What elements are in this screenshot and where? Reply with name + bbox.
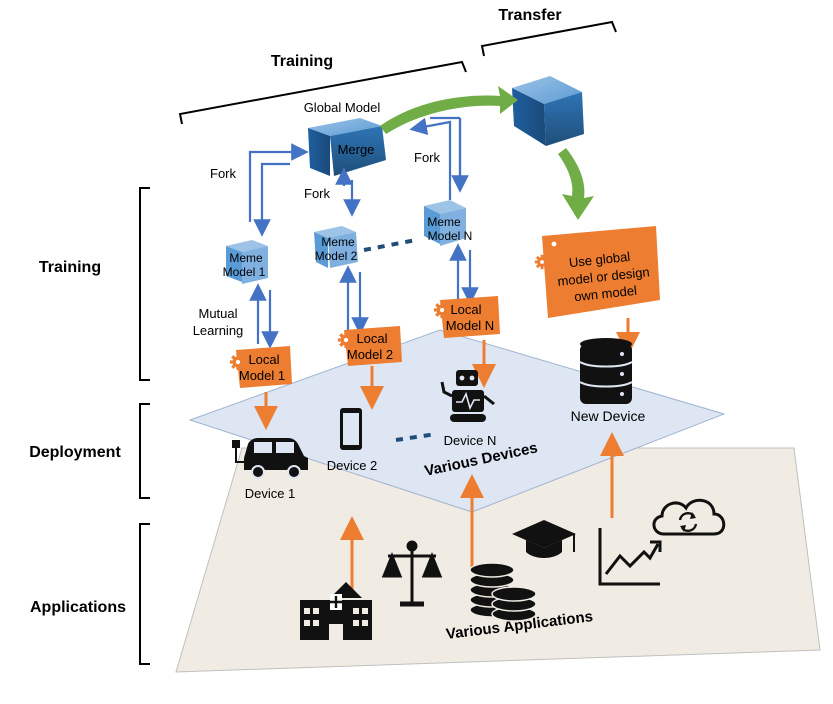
use-global-line1: Use global [568, 249, 631, 270]
mutual-learning-line2: Learning [193, 323, 244, 338]
mutual-learning-arrows [249, 243, 479, 349]
side-brace-deployment [139, 403, 150, 499]
side-label-applications: Applications [30, 599, 126, 616]
meme-model-1-cube [226, 240, 268, 284]
gear-icon [534, 254, 550, 270]
fork-label-2: Fork [304, 186, 331, 201]
local-model-1-line2: Model 1 [239, 368, 285, 383]
side-brace-training [139, 187, 150, 381]
side-label-deployment: Deployment [29, 444, 121, 461]
global-model-caption: Global Model [304, 100, 381, 115]
dotted-connector-devices [395, 432, 437, 442]
fork-arrows [248, 116, 469, 237]
top-brace-training [178, 60, 467, 125]
top-brace-transfer [480, 20, 617, 57]
smartphone-icon [340, 408, 362, 450]
local-model-1-line1: Local [248, 352, 279, 367]
deploy-arrows [254, 318, 640, 594]
local-model-1-box [229, 346, 292, 388]
meme-model-n-cube [424, 200, 466, 246]
local-model-n-box [433, 296, 500, 338]
local-model-2-box [337, 326, 402, 366]
gear-icon [337, 331, 355, 349]
local-model-2-line1: Local [356, 331, 387, 346]
fork-label-3: Fork [414, 150, 441, 165]
local-model-2-line2: Model 2 [347, 347, 393, 362]
robot-icon [440, 370, 495, 422]
use-global-line3: own model [573, 283, 637, 305]
device-n-label: Device N [444, 433, 497, 448]
database-icon [579, 338, 633, 404]
green-arrow-down [558, 148, 594, 220]
gear-icon [433, 301, 451, 319]
meme-model-2-line2: Model 2 [315, 249, 358, 263]
scales-icon [381, 540, 443, 607]
meme-model-1-line2: Model 1 [223, 265, 266, 279]
meme-model-2-cube [314, 226, 358, 268]
dotted-connector-meme [363, 238, 417, 252]
transfer-cube [512, 76, 584, 146]
local-model-n-line2: Model N [446, 318, 494, 333]
cloud-sync-icon [652, 498, 726, 536]
coins-icon [469, 562, 537, 622]
meme-model-1-line1: Meme [229, 251, 263, 265]
meme-model-2-line1: Meme [321, 235, 355, 249]
device-2-label: Device 2 [327, 458, 378, 473]
meme-model-n-line2: Model N [428, 229, 473, 243]
top-label-training: Training [271, 53, 333, 70]
gear-icon [545, 235, 563, 253]
hospital-icon [300, 582, 372, 640]
mutual-learning-line1: Mutual [198, 306, 237, 321]
graduation-cap-icon [512, 520, 576, 558]
local-model-n-line1: Local [450, 302, 481, 317]
car-icon [232, 438, 308, 479]
global-model-cube [308, 118, 386, 176]
growth-chart-icon [598, 528, 662, 586]
side-label-training: Training [39, 259, 101, 276]
new-device-label: New Device [571, 408, 646, 424]
top-label-transfer: Transfer [498, 7, 561, 24]
device-1-label: Device 1 [245, 486, 296, 501]
fork-label-1: Fork [210, 166, 237, 181]
green-arrow-transfer [380, 86, 518, 134]
side-brace-applications [139, 523, 150, 665]
merge-label: Merge [338, 142, 375, 157]
use-global-model-box [534, 226, 660, 318]
meme-model-n-line1: Meme [427, 215, 461, 229]
